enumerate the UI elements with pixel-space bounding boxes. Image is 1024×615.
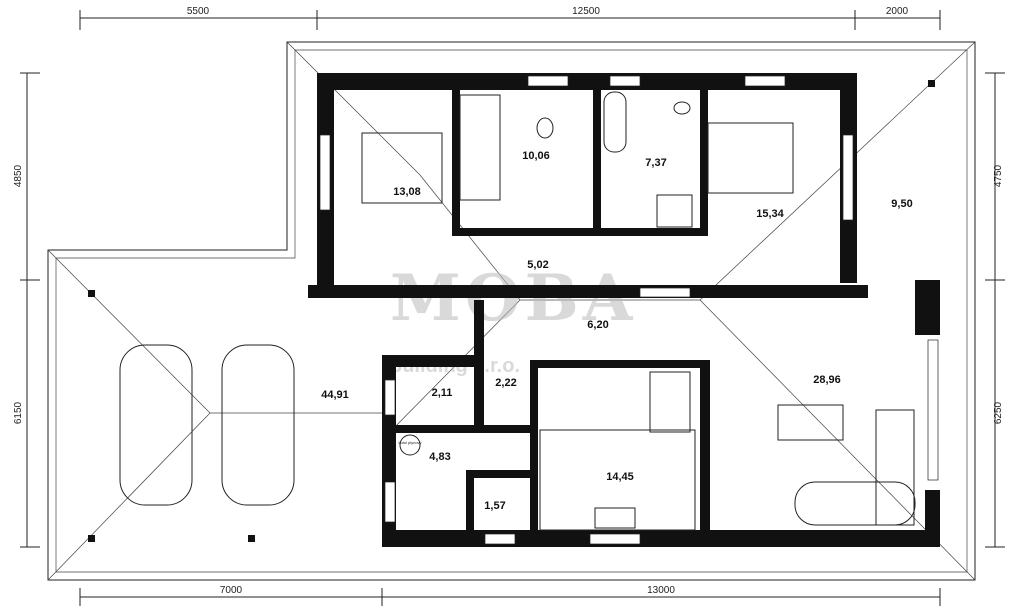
room-area-hall-upper: 5,02 [527,259,548,271]
sink-icon [594,507,636,529]
room-area-bedroom-3: 15,34 [756,208,784,220]
car-icon [221,344,295,506]
car-icon [119,344,193,506]
windows [319,75,939,545]
sofa-icon [875,409,915,526]
room-area-garage: 44,91 [321,389,349,401]
room-area-storage: 2,22 [495,377,516,389]
dim-left-2: 6150 [13,401,24,424]
toilet-icon [536,117,554,139]
room-labels: 13,08 10,06 7,37 15,34 9,50 5,02 6,20 28… [321,150,912,512]
bed-icon [707,122,794,194]
boiler-label: kotol plynový [398,440,421,445]
sofa-icon [794,481,916,526]
dim-bottom-2: 13000 [647,585,675,596]
room-area-living: 28,96 [813,374,841,386]
bed-icon [361,132,443,204]
furniture: kotol plynový [88,80,935,542]
dining-table-icon [649,371,691,433]
dim-top-3: 2000 [886,6,909,17]
bathtub-icon [603,91,627,153]
dim-top-2: 12500 [572,6,600,17]
room-area-hall: 6,20 [587,319,608,331]
dimension-lines [20,10,1005,606]
table-icon [777,404,844,441]
dim-bottom-1: 7000 [220,585,243,596]
dim-right-1: 4750 [993,164,1004,187]
room-area-wc: 2,11 [432,387,453,399]
shower-icon [656,194,693,228]
kitchen-counter-icon [539,429,696,531]
boiler-icon [399,434,421,456]
room-area-bedroom-2: 10,06 [522,150,550,162]
room-area-utility: 4,83 [429,451,450,463]
watermark: MOBA [390,261,636,336]
toilet-icon [673,101,691,115]
room-area-bathroom: 7,37 [645,157,666,169]
dim-right-2: 6250 [993,401,1004,424]
dim-top-1: 5500 [187,6,210,17]
bed-icon [459,94,501,201]
room-area-terrace: 9,50 [891,198,912,210]
room-area-bedroom-1: 13,08 [393,186,421,198]
room-area-kitchen: 14,45 [606,471,634,483]
dim-left-1: 4850 [13,164,24,187]
room-area-pantry: 1,57 [484,500,505,512]
